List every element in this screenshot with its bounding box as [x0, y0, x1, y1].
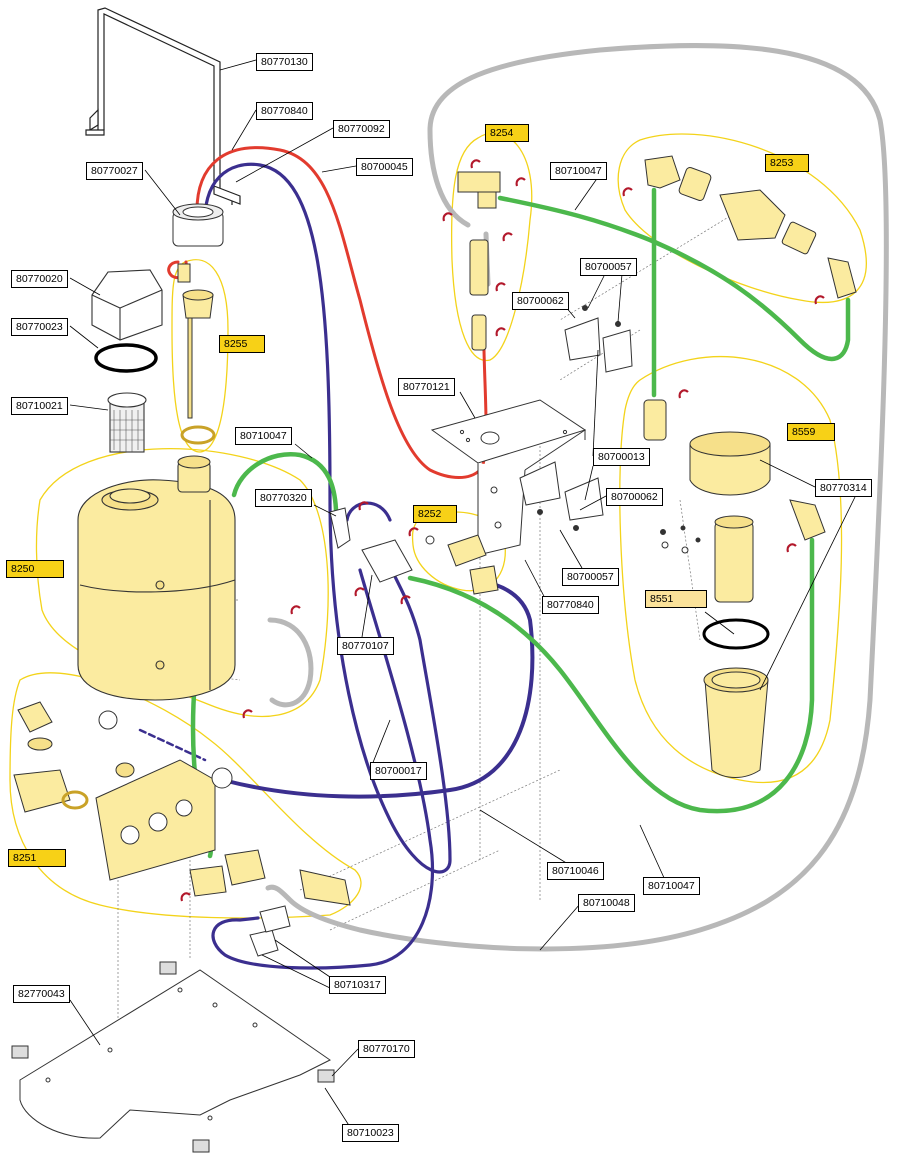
- label-80770020: 80770020: [11, 270, 68, 288]
- filter-assembly: [643, 399, 826, 778]
- label-80710317: 80710317: [329, 976, 386, 994]
- group-label-8559: 8559: [787, 423, 835, 441]
- water-tank: [77, 455, 236, 701]
- group-label-8254: 8254: [485, 124, 529, 142]
- group-label-8253: 8253: [765, 154, 809, 172]
- label-80700062-a: 80700062: [512, 292, 569, 310]
- outline-8251: [9, 672, 362, 919]
- valve-block-8252: [329, 507, 499, 595]
- group-label-8252: 8252: [413, 505, 457, 523]
- label-80770840-top: 80770840: [256, 102, 313, 120]
- label-80770320: 80770320: [255, 489, 312, 507]
- fittings-8254: [457, 171, 501, 351]
- fittings-8253: [644, 155, 857, 299]
- base-plate: [11, 961, 335, 1153]
- label-80770130: 80770130: [256, 53, 313, 71]
- outline-8254: [450, 132, 533, 362]
- manifold-8251: [13, 701, 351, 957]
- label-80770092: 80770092: [333, 120, 390, 138]
- strainer: [109, 399, 145, 453]
- outline-8250: [35, 448, 329, 717]
- label-80710023: 80710023: [342, 1124, 399, 1142]
- label-80710047-a: 80710047: [235, 427, 292, 445]
- label-80710046: 80710046: [547, 862, 604, 880]
- outline-8255: [171, 259, 229, 453]
- label-80700062-b: 80700062: [606, 488, 663, 506]
- filter-o-ring: [702, 618, 770, 650]
- label-80710048: 80710048: [578, 894, 635, 912]
- label-80700057-a: 80700057: [580, 258, 637, 276]
- label-80770840-b: 80770840: [542, 596, 599, 614]
- tank-cap: [91, 269, 163, 453]
- label-80770314: 80770314: [815, 479, 872, 497]
- group-label-8250: 8250: [6, 560, 64, 578]
- group-label-8551: 8551: [645, 590, 707, 608]
- label-82770043: 82770043: [13, 985, 70, 1003]
- outline-8559: [619, 355, 843, 784]
- label-80700057-b: 80700057: [562, 568, 619, 586]
- label-80710047-top: 80710047: [550, 162, 607, 180]
- mounting-bracket: [430, 399, 587, 556]
- label-80700045: 80700045: [356, 158, 413, 176]
- label-80770121: 80770121: [398, 378, 455, 396]
- label-80710047-b: 80710047: [643, 877, 700, 895]
- label-80700017: 80700017: [370, 762, 427, 780]
- label-80700013: 80700013: [593, 448, 650, 466]
- clamps: [519, 305, 633, 531]
- label-80770170: 80770170: [358, 1040, 415, 1058]
- group-label-8251: 8251: [8, 849, 66, 867]
- label-80770107: 80770107: [337, 637, 394, 655]
- label-80770027: 80770027: [86, 162, 143, 180]
- label-80710021: 80710021: [11, 397, 68, 415]
- hose-green: [190, 187, 851, 859]
- o-ring: [94, 343, 158, 373]
- level-probe: [172, 203, 224, 445]
- leader-lines: [69, 59, 856, 1128]
- group-label-8255: 8255: [219, 335, 265, 353]
- label-80770023: 80770023: [11, 318, 68, 336]
- retaining-clips: [180, 159, 825, 902]
- frame-bracket: [85, 7, 241, 205]
- assembly-outlines: [9, 132, 867, 919]
